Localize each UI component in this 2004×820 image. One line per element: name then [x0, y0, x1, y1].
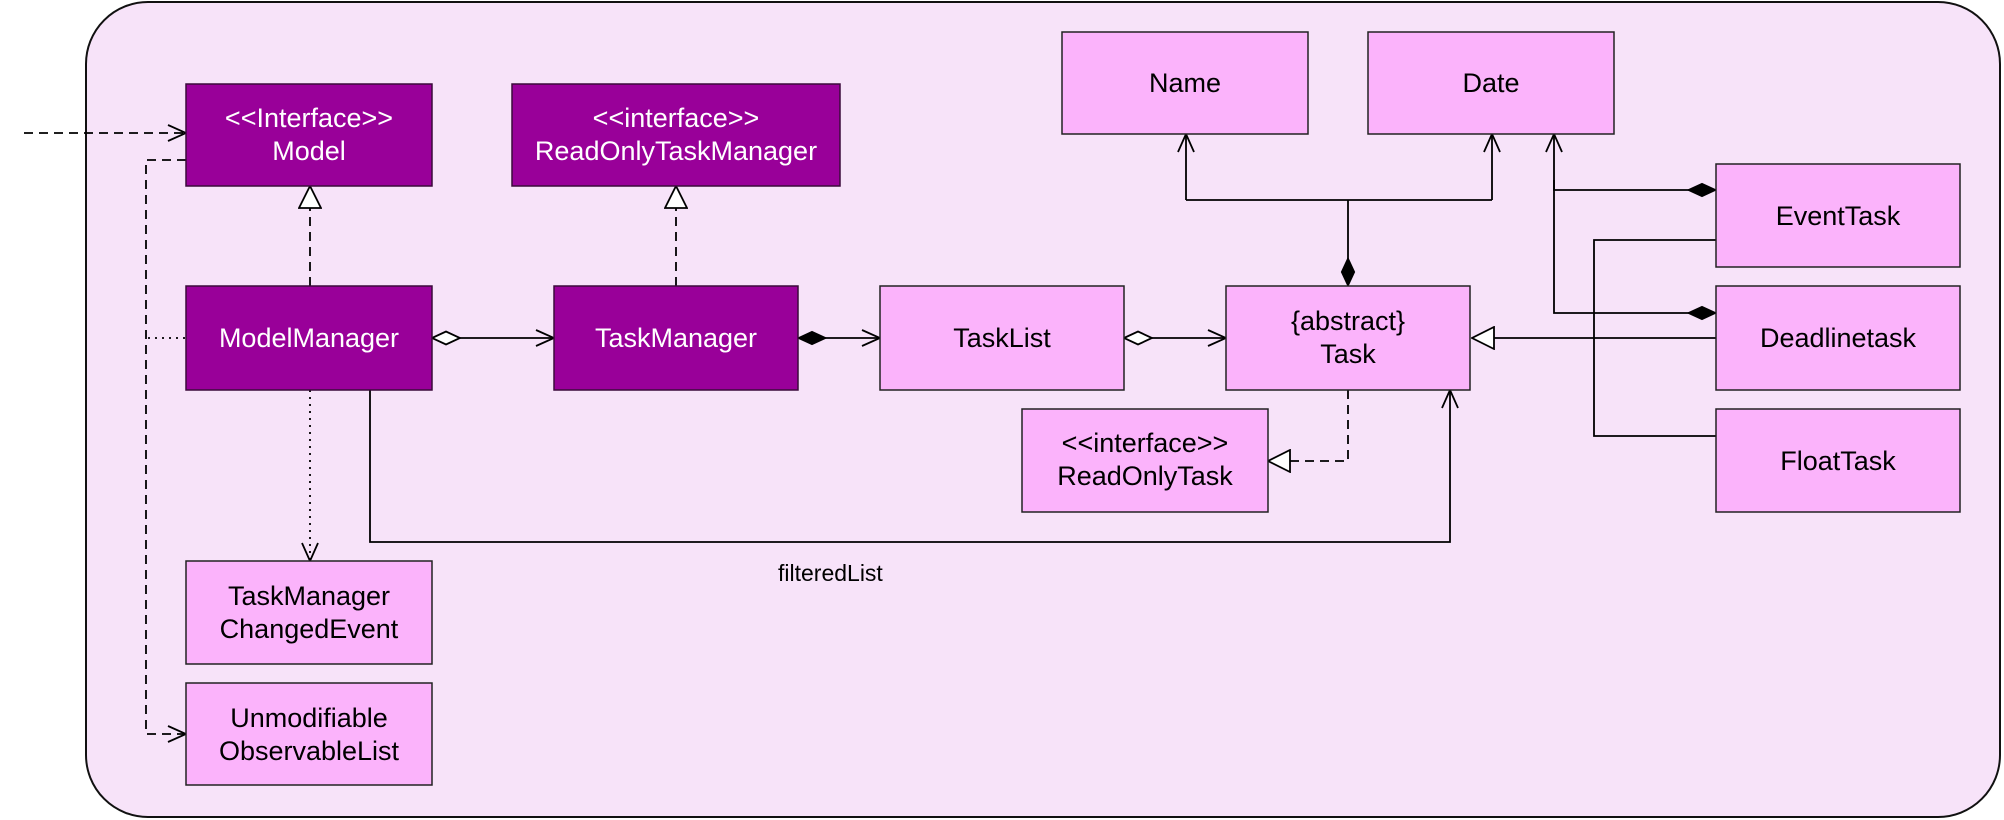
readonly-task-name: ReadOnlyTask — [1057, 461, 1233, 491]
task-stereotype: {abstract} — [1291, 306, 1405, 336]
unmodifiable-observable-list-line2: ObservableList — [219, 736, 400, 766]
filtered-list-label: filteredList — [778, 560, 883, 586]
name-box-label: Name — [1149, 68, 1221, 98]
task-manager-box[interactable]: TaskManager — [553, 285, 799, 391]
filteredlist-association — [369, 390, 1450, 543]
unmodifiable-observable-list-box[interactable]: Unmodifiable ObservableList — [185, 682, 433, 786]
name-box[interactable]: Name — [1061, 31, 1309, 135]
readonly-task-manager-name: ReadOnlyTaskManager — [535, 136, 817, 166]
model-interface-box[interactable]: <<Interface>> Model — [185, 83, 433, 187]
model-manager-name: ModelManager — [219, 323, 399, 353]
task-list-name: TaskList — [953, 323, 1051, 353]
task-implements-readonlytask — [1268, 390, 1349, 461]
readonly-task-stereotype: <<interface>> — [1062, 428, 1229, 458]
task-manager-changed-event-line2: ChangedEvent — [220, 614, 399, 644]
task-name: Task — [1320, 339, 1376, 369]
date-box-label: Date — [1462, 68, 1519, 98]
model-name: Model — [272, 136, 346, 166]
readonly-task-manager-stereotype: <<interface>> — [593, 103, 760, 133]
task-manager-changed-event-line1: TaskManager — [228, 581, 390, 611]
date-box[interactable]: Date — [1367, 31, 1615, 135]
task-manager-changed-event-box[interactable]: TaskManager ChangedEvent — [185, 560, 433, 665]
model-to-observable-list-dependency — [145, 159, 186, 734]
deadlinetask-has-date — [1553, 180, 1716, 313]
model-stereotype: <<Interface>> — [225, 103, 393, 133]
model-manager-box[interactable]: ModelManager — [185, 285, 433, 391]
float-task-box[interactable]: FloatTask — [1715, 408, 1961, 513]
event-task-box[interactable]: EventTask — [1715, 163, 1961, 268]
event-task-label: EventTask — [1776, 201, 1901, 231]
float-task-label: FloatTask — [1780, 446, 1896, 476]
readonly-task-box[interactable]: <<interface>> ReadOnlyTask — [1021, 408, 1269, 513]
task-manager-name: TaskManager — [595, 323, 757, 353]
unmodifiable-observable-list-line1: Unmodifiable — [230, 703, 388, 733]
task-box[interactable]: {abstract} Task — [1225, 285, 1471, 391]
deadline-task-label: Deadlinetask — [1760, 323, 1917, 353]
readonly-task-manager-box[interactable]: <<interface>> ReadOnlyTaskManager — [511, 83, 841, 187]
task-list-box[interactable]: TaskList — [879, 285, 1125, 391]
deadline-task-box[interactable]: Deadlinetask — [1715, 285, 1961, 391]
